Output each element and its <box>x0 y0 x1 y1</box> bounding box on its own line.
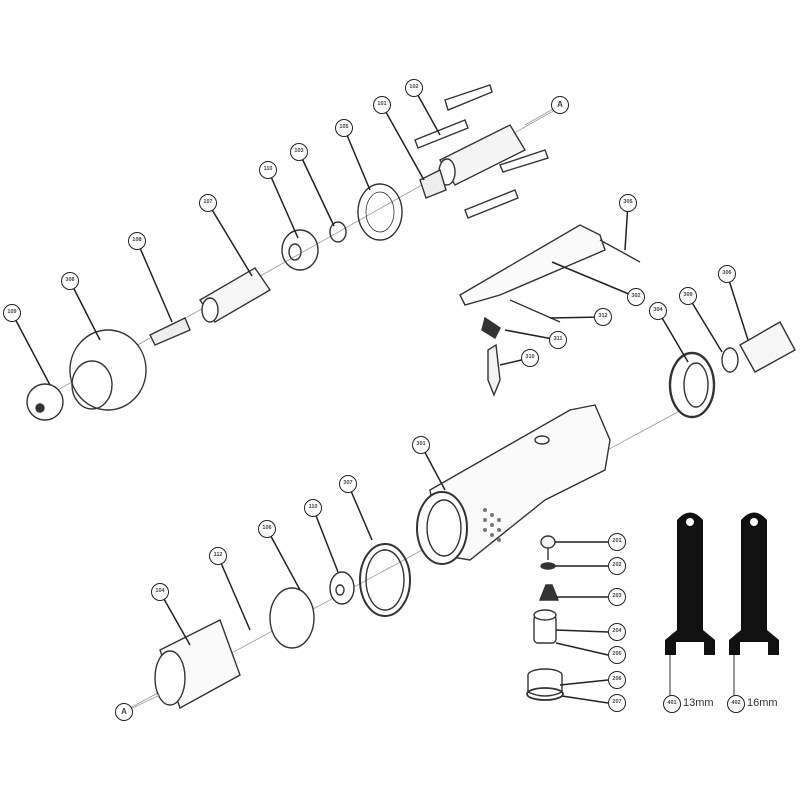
part-callout-305: 305 <box>619 194 637 212</box>
part-callout-110b: 110 <box>304 499 322 517</box>
wrench-size-16mm: 16mm <box>747 697 778 709</box>
part-callout-311: 311 <box>549 331 567 349</box>
part-callout-206: 206 <box>608 671 626 689</box>
reference-marker-a-bottom: A <box>115 703 133 721</box>
reference-marker-a-top: A <box>551 96 569 114</box>
part-callout-102: 102 <box>405 79 423 97</box>
part-callout-203: 203 <box>608 588 626 606</box>
part-callout-106: 106 <box>258 520 276 538</box>
part-callout-301: 301 <box>412 436 430 454</box>
part-callout-112: 112 <box>209 547 227 565</box>
part-callout-310: 310 <box>521 349 539 367</box>
part-callout-201: 201 <box>608 533 626 551</box>
part-callout-202: 202 <box>608 557 626 575</box>
wrench-size-13mm: 13mm <box>683 697 714 709</box>
part-callout-108: 108 <box>128 232 146 250</box>
wrenches <box>665 512 779 655</box>
part-callout-402: 402 <box>727 695 745 713</box>
part-callout-103: 103 <box>290 143 308 161</box>
throttle-lever <box>459 224 606 306</box>
part-callout-205: 205 <box>608 646 626 664</box>
valve-stack <box>526 535 564 701</box>
part-callout-302: 302 <box>627 288 645 306</box>
part-callout-110: 110 <box>259 161 277 179</box>
part-callout-307: 307 <box>339 475 357 493</box>
part-callout-304: 304 <box>649 302 667 320</box>
part-callout-109: 109 <box>3 304 21 322</box>
part-callout-105: 105 <box>335 119 353 137</box>
part-callout-104: 104 <box>151 583 169 601</box>
part-callout-207: 207 <box>608 694 626 712</box>
grip-texture <box>483 508 501 542</box>
rotor-assembly <box>414 84 549 219</box>
part-callout-308: 308 <box>61 272 79 290</box>
bearing-plate <box>357 183 403 241</box>
part-callout-401: 401 <box>663 695 681 713</box>
part-callout-309: 309 <box>679 287 697 305</box>
part-callout-312: 312 <box>594 308 612 326</box>
part-callout-101: 101 <box>373 96 391 114</box>
part-callout-306: 306 <box>718 265 736 283</box>
part-callout-107: 107 <box>199 194 217 212</box>
part-callout-204: 204 <box>608 623 626 641</box>
